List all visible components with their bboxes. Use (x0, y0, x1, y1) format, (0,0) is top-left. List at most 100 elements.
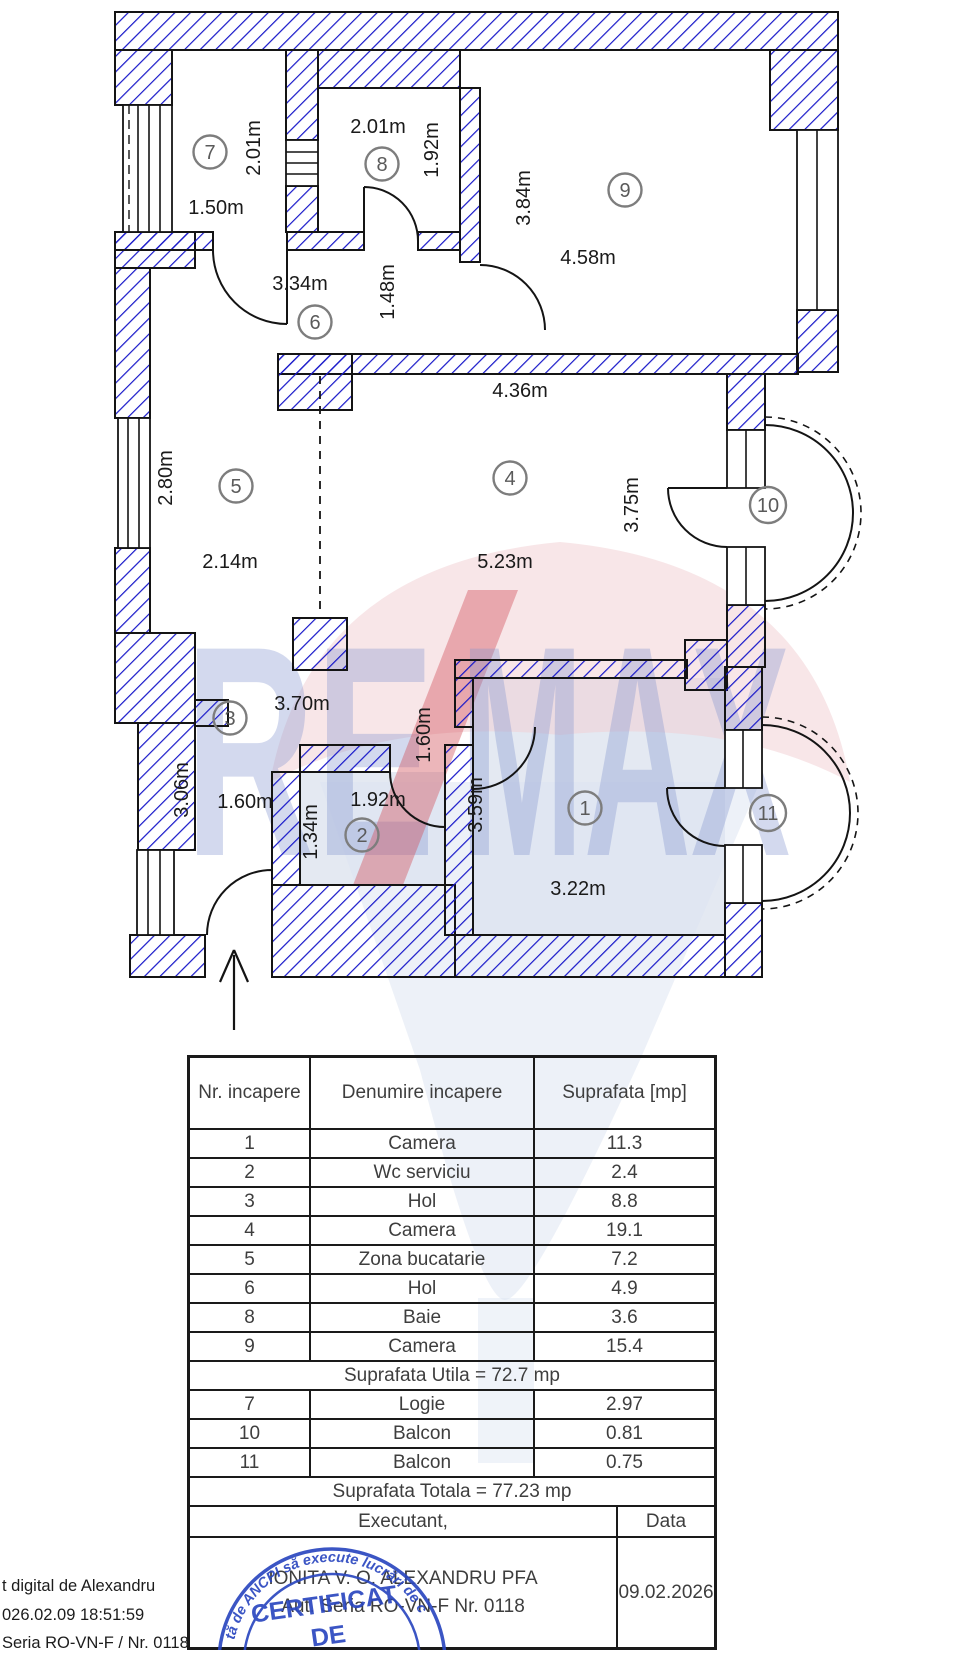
dim-room3-w2: 3.70m (274, 693, 330, 715)
dim-room2-h: 1.34m (300, 804, 322, 860)
dim-room1-door: 1.60m (413, 707, 435, 763)
signature-line-3: Seria RO-VN-F / Nr. 0118 (2, 1634, 189, 1652)
table-row: 9 Camera 15.4 (190, 1331, 714, 1360)
balcony10-arc (764, 424, 854, 602)
balcony-arcs (761, 416, 862, 910)
svg-text:2: 2 (356, 825, 367, 847)
dim-room7-h: 2.01m (243, 120, 265, 176)
dim-room8-h: 1.92m (421, 122, 443, 178)
door-room9 (479, 264, 546, 331)
door-room1 (472, 726, 536, 790)
dim-room3-w: 1.60m (217, 791, 273, 813)
table-row: 3 Hol 8.8 (190, 1186, 714, 1215)
data-label: Data (616, 1507, 714, 1536)
dim-room7-w: 1.50m (188, 197, 244, 219)
dim-room2-w: 1.92m (350, 789, 406, 811)
door-room8 (363, 186, 419, 242)
room-label-3: 3 (212, 700, 248, 736)
door-room2 (389, 771, 446, 828)
door-balcony11 (666, 787, 726, 847)
dimension-labels: 2.01m 1.50m 2.01m 1.92m 3.84m 4.58m 3.34… (155, 116, 643, 900)
door-entrance (206, 869, 273, 936)
dim-room6-h: 1.48m (377, 264, 399, 320)
walls (114, 11, 839, 978)
room-numbers: 7 8 9 6 5 4 10 3 2 1 11 (192, 134, 788, 853)
window-room3 (136, 849, 175, 936)
door-room7 (212, 249, 288, 325)
area-table: Nr. incapere Denumire incapere Suprafata… (187, 1055, 717, 1650)
suprafata-totala-row: Suprafata Totala = 77.23 mp (190, 1476, 714, 1505)
digital-signature-text: t digital de Alexandru 026.02.09 18:51:5… (2, 1572, 189, 1658)
dim-room1-w: 3.22m (550, 878, 606, 900)
svg-text:10: 10 (757, 495, 779, 517)
signature-line-1: t digital de Alexandru (2, 1577, 156, 1595)
header-denumire: Denumire incapere (309, 1058, 533, 1128)
table-row: 10 Balcon 0.81 (190, 1418, 714, 1447)
date-cell: 09.02.2026 (616, 1538, 714, 1647)
watermark-balloon-stem (478, 1298, 534, 1463)
header-suprafata: Suprafata [mp] (533, 1058, 714, 1128)
table-row: 8 Baie 3.6 (190, 1302, 714, 1331)
executant-header-row: Executant, Data (190, 1505, 714, 1536)
table-row: 6 Hol 4.9 (190, 1273, 714, 1302)
dim-room8-w: 2.01m (350, 116, 406, 138)
stamp-de: DE (309, 1620, 347, 1650)
svg-text:1: 1 (579, 798, 590, 820)
stamp-certificat: CERTIFICAT (249, 1580, 398, 1628)
table-header-row: Nr. incapere Denumire incapere Suprafata… (190, 1058, 714, 1128)
dim-room1-h: 3.59m (465, 777, 487, 833)
dim-room4-h: 3.75m (621, 477, 643, 533)
windows (117, 104, 839, 936)
table-row: 4 Camera 19.1 (190, 1215, 714, 1244)
table-row: 5 Zona bucatarie 7.2 (190, 1244, 714, 1273)
pillar (292, 617, 348, 671)
table-row: 7 Logie 2.97 (190, 1389, 714, 1418)
room-label-5: 5 (218, 468, 254, 504)
room-label-10: 10 (748, 485, 788, 525)
door-balcony10 (667, 487, 728, 548)
entrance-arrow (218, 949, 250, 1030)
dim-room5-h: 2.80m (155, 450, 177, 506)
dim-room9-w: 4.58m (560, 247, 616, 269)
dim-room4-w: 5.23m (477, 551, 533, 573)
table-row: 2 Wc serviciu 2.4 (190, 1157, 714, 1186)
room-label-7: 7 (192, 134, 228, 170)
executant-label: Executant, (358, 1510, 448, 1532)
stamp-arc-text: ată de ANCPI să execute lucrări de ca (0, 0, 431, 1650)
window-room7 (122, 104, 173, 233)
svg-text:6: 6 (309, 312, 320, 334)
signature-row: IONITA V. O. ALEXANDRU PFA Aut. Seria RO… (190, 1536, 714, 1647)
dim-room6-w: 3.34m (272, 273, 328, 295)
executant-authorization: Aut. Seria RO-VN-F Nr. 0118 (281, 1595, 525, 1617)
dim-room5-w: 2.14m (202, 551, 258, 573)
room-label-8: 8 (364, 146, 400, 182)
room-label-2: 2 (344, 817, 380, 853)
room-label-11: 11 (748, 793, 788, 833)
signature-line-2: 026.02.09 18:51:59 (2, 1605, 145, 1624)
executant-cell: IONITA V. O. ALEXANDRU PFA Aut. Seria RO… (190, 1538, 616, 1647)
dim-room4-top: 4.36m (492, 380, 548, 402)
dim-room3-h: 3.06m (171, 762, 193, 818)
svg-text:4: 4 (504, 468, 515, 490)
svg-text:11: 11 (758, 803, 779, 825)
dim-room9-h: 3.84m (513, 170, 535, 226)
executant-name: IONITA V. O. ALEXANDRU PFA (268, 1567, 538, 1589)
window-room5 (117, 417, 151, 549)
balcony11-arc (761, 724, 851, 902)
header-nr: Nr. incapere (198, 1081, 301, 1103)
svg-text:9: 9 (619, 180, 630, 202)
suprafata-utila-row: Suprafata Utila = 72.7 mp (190, 1360, 714, 1389)
room-label-9: 9 (607, 172, 643, 208)
room-label-4: 4 (492, 460, 528, 496)
table-row: 11 Balcon 0.75 (190, 1447, 714, 1476)
doors (206, 186, 728, 936)
room-label-1: 1 (567, 790, 603, 826)
svg-text:5: 5 (230, 476, 241, 498)
svg-text:7: 7 (204, 142, 215, 164)
table-row: 1 Camera 11.3 (190, 1128, 714, 1157)
svg-text:ată de ANCPI să execute lucrăr: ată de ANCPI să execute lucrări de ca (0, 0, 431, 1650)
svg-text:8: 8 (376, 154, 387, 176)
svg-text:3: 3 (224, 708, 235, 730)
